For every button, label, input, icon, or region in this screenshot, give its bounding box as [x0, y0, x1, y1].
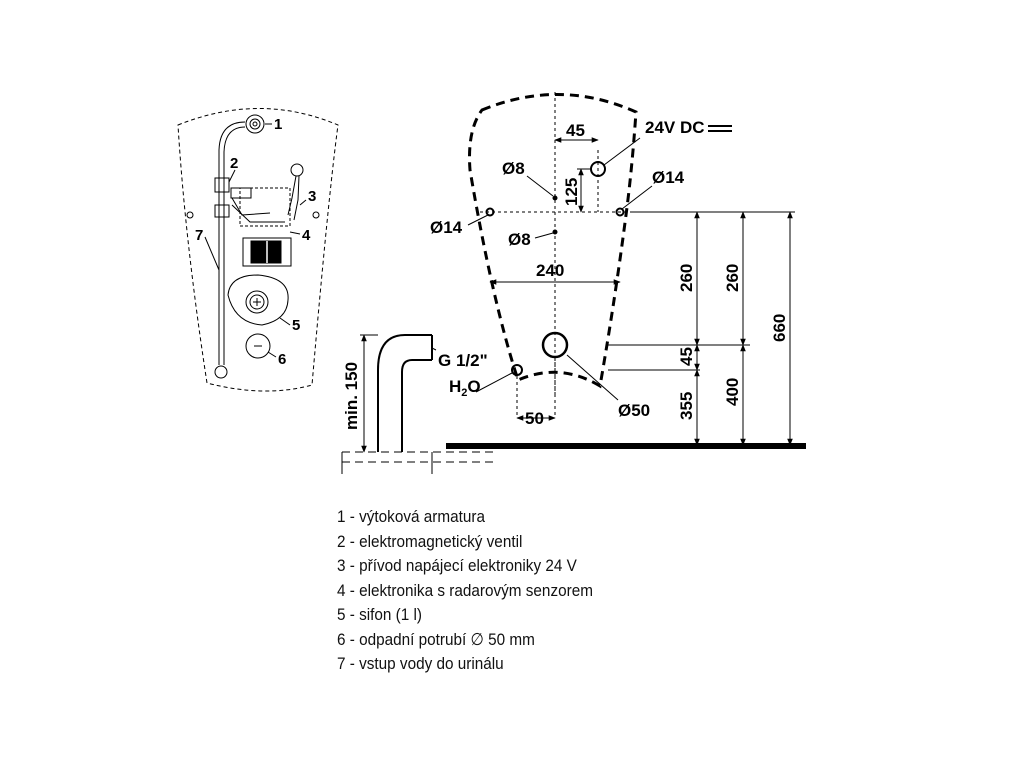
- outlet-fitting: [245, 114, 265, 134]
- label-dim-660: 660: [770, 314, 789, 342]
- fixing-hole-right: [615, 207, 625, 217]
- supply-pipe-elbow: [377, 334, 432, 452]
- callout-7: 7: [195, 227, 203, 244]
- waste-outlet: [541, 331, 569, 359]
- label-dim-240: 240: [536, 261, 564, 280]
- power-lead-connector: [290, 163, 304, 177]
- label-dia-8-lower: Ø8: [508, 230, 531, 249]
- fixing-hole-left: [485, 207, 495, 217]
- fixing-hole-left: [186, 211, 194, 219]
- hole-8-upper: [552, 195, 558, 201]
- label-min-150: min. 150: [342, 362, 361, 430]
- fixing-hole-right: [312, 211, 320, 219]
- label-thread-g12: G 1/2": [438, 351, 488, 370]
- label-water-h2o: H2O: [449, 377, 481, 399]
- callout-3: 3: [308, 188, 316, 205]
- label-dim-260-a: 260: [677, 264, 696, 292]
- urinal-detail-view: [177, 108, 339, 392]
- legend-item-4: 4 - elektronika s radarovým senzorem: [337, 580, 593, 600]
- label-dia-8-upper: Ø8: [502, 159, 525, 178]
- installation-elevation: [341, 92, 806, 474]
- label-dim-125: 125: [562, 178, 581, 206]
- label-dim-260-b: 260: [723, 264, 742, 292]
- floor-line: [446, 443, 806, 449]
- detail-callouts: 1 2 3 4 5 6 7: [195, 116, 316, 368]
- legend-item-2: 2 - elektromagnetický ventil: [337, 531, 523, 551]
- hole-8-lower: [552, 229, 558, 235]
- siphon: [227, 274, 289, 326]
- legend-item-5: 5 - sifon (1 l): [337, 605, 423, 624]
- label-dia-14-left: Ø14: [430, 218, 463, 237]
- label-dim-355: 355: [677, 392, 696, 420]
- label-24v-dc: 24V DC: [645, 118, 705, 137]
- legend-item-7: 7 - vstup vody do urinálu: [337, 654, 504, 673]
- legend-item-3: 3 - přívod napájecí elektroniky 24 V: [337, 556, 577, 575]
- label-dim-50: 50: [525, 409, 544, 428]
- waste-pipe: [245, 333, 271, 359]
- label-dia-50: Ø50: [618, 401, 650, 420]
- elevation-labels: 24V DC 45 125 Ø8 Ø8 Ø14 Ø14 240 260 260 …: [342, 118, 789, 430]
- callout-1: 1: [274, 116, 282, 133]
- water-inlet-hole: [511, 364, 523, 376]
- solenoid-valve: [214, 177, 230, 193]
- water-inlet-pipe: [218, 121, 246, 365]
- label-dim-45-top: 45: [566, 121, 585, 140]
- urinal-detail-outline: [177, 108, 339, 392]
- legend-item-6: 6 - odpadní potrubí ∅ 50 mm: [337, 629, 535, 649]
- callout-6: 6: [278, 351, 286, 368]
- label-dim-400: 400: [723, 378, 742, 406]
- label-dim-45-mid: 45: [677, 347, 696, 366]
- radar-electronics: [242, 237, 292, 267]
- legend-item-1: 1 - výtoková armatura: [337, 507, 485, 526]
- label-dia-14-right: Ø14: [652, 168, 685, 187]
- callout-5: 5: [292, 317, 300, 334]
- legend: 1 - výtoková armatura 2 - elektromagneti…: [337, 505, 593, 677]
- urinal-outline: [468, 93, 638, 389]
- callout-4: 4: [302, 227, 311, 244]
- callout-2: 2: [230, 155, 238, 172]
- electronics-housing: [239, 187, 291, 227]
